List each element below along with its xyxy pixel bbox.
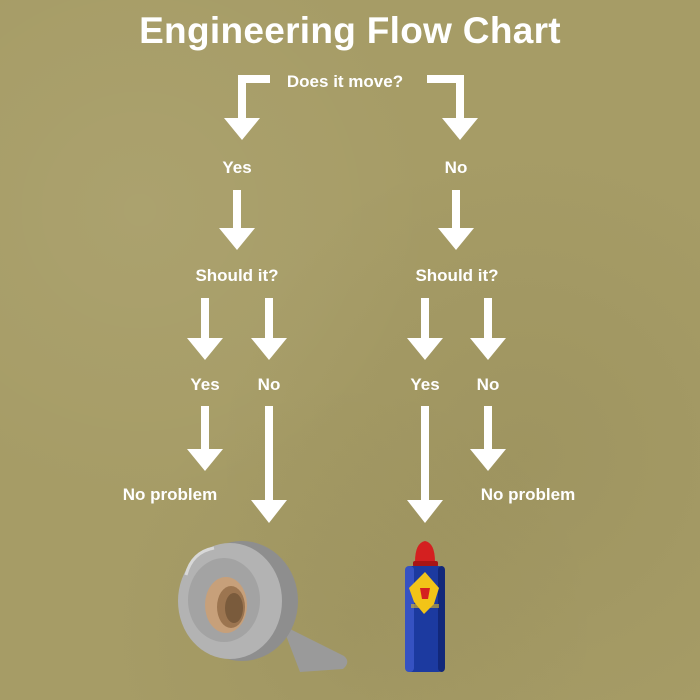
left-answer-no-label: No	[257, 375, 281, 394]
right-answer-no-label: No	[476, 375, 500, 394]
arrow-root-to-yes	[224, 75, 270, 140]
wd40-can-icon	[405, 541, 445, 672]
arrow-right-yes-to-wd40	[407, 406, 443, 523]
duct-tape-icon	[178, 541, 348, 672]
left-answer-yes-label: Yes	[190, 375, 220, 394]
branch-no-label: No	[444, 158, 468, 177]
chart-title: Engineering Flow Chart	[139, 10, 561, 51]
arrow-right-no-to-no-problem	[470, 406, 506, 471]
arrow-left-yes-to-no-problem	[187, 406, 223, 471]
arrow-no-to-question	[438, 190, 474, 250]
left-question: Should it?	[195, 266, 279, 285]
right-result-no-problem: No problem	[480, 485, 576, 504]
right-answer-yes-label: Yes	[410, 375, 440, 394]
arrow-left-no-to-duct-tape	[251, 406, 287, 523]
arrow-right-question-to-no	[470, 298, 506, 360]
arrow-right-question-to-yes	[407, 298, 443, 360]
arrow-left-question-to-yes	[187, 298, 223, 360]
arrow-root-to-no	[427, 75, 478, 140]
arrow-yes-to-question	[219, 190, 255, 250]
right-question: Should it?	[415, 266, 499, 285]
arrow-left-question-to-no	[251, 298, 287, 360]
root-question: Does it move?	[286, 72, 404, 91]
left-result-no-problem: No problem	[122, 485, 218, 504]
branch-yes-label: Yes	[222, 158, 252, 177]
